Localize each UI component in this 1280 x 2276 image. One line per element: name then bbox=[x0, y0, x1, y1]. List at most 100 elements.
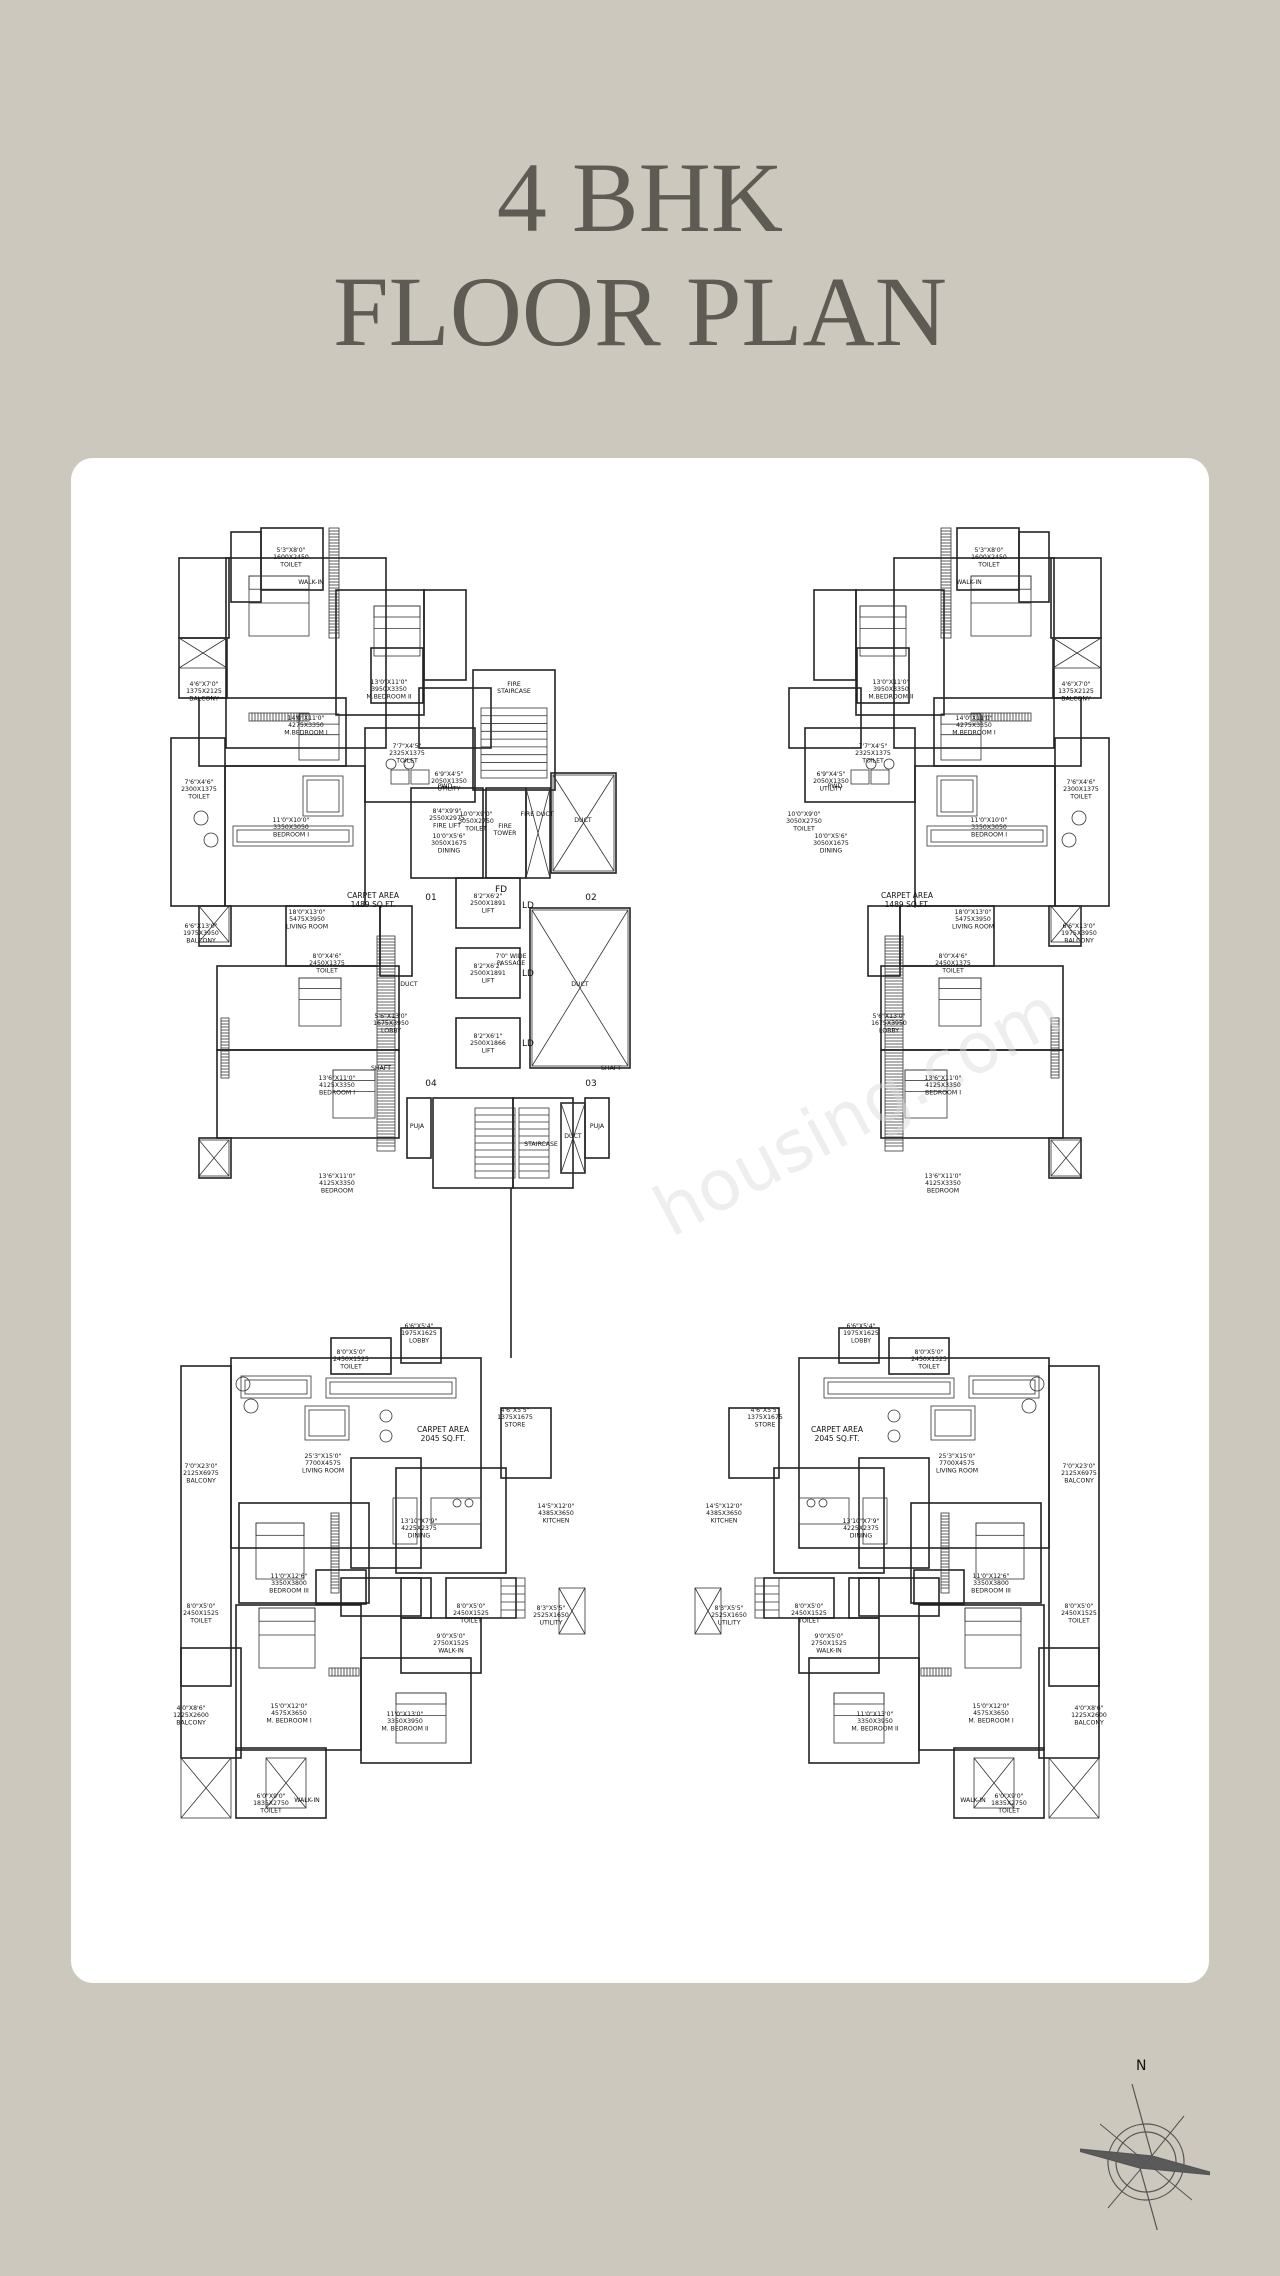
wardrobe-corridor bbox=[884, 935, 904, 1152]
room-walkin bbox=[1018, 531, 1050, 603]
dining-table bbox=[392, 1497, 418, 1545]
shaft-cross-b bbox=[1050, 905, 1082, 943]
wardrobe-bedroom-3 bbox=[330, 1512, 340, 1594]
room-label: DUCT bbox=[574, 817, 592, 824]
chair bbox=[243, 1398, 259, 1414]
sofa-living-seat bbox=[972, 1379, 1036, 1395]
shaft-cross-f bbox=[694, 1587, 722, 1635]
room-label-pwd: PWD bbox=[438, 783, 453, 790]
chair bbox=[1029, 1376, 1045, 1392]
lift-door-label: LD bbox=[522, 901, 534, 911]
bed-bedroom-i-pillow bbox=[298, 977, 342, 989]
room-dining bbox=[804, 727, 916, 803]
bed-bedroom-i-pillow bbox=[938, 977, 982, 989]
chair bbox=[235, 1376, 251, 1392]
north-label: N bbox=[1136, 2058, 1146, 2074]
room-living bbox=[230, 1357, 482, 1549]
room-balcony-a bbox=[178, 557, 230, 639]
kitchen-counter bbox=[430, 1497, 482, 1525]
flat-tag-04: 04 bbox=[425, 1079, 437, 1089]
room-balcony-a bbox=[1050, 557, 1102, 639]
fire-duct-x bbox=[525, 787, 551, 879]
dining-chair bbox=[403, 758, 415, 770]
dining-table bbox=[862, 1497, 888, 1545]
room-bedroom-i bbox=[216, 965, 400, 1051]
room-balcony bbox=[1048, 1365, 1100, 1687]
title-line-2: FLOOR PLAN bbox=[333, 256, 947, 367]
compass-ring bbox=[1107, 2123, 1185, 2201]
room-label-walkin_a: WALK-IN bbox=[298, 579, 324, 586]
room-store bbox=[728, 1407, 780, 1479]
sofa-living-3-seat bbox=[308, 1409, 346, 1437]
shaft-cross-d bbox=[265, 1757, 307, 1809]
shaft-cross-c-diag bbox=[198, 1139, 230, 1177]
bed-master-2-pillow bbox=[833, 1692, 885, 1705]
shaft-cross-f-diag bbox=[558, 1587, 586, 1635]
bed-bedroom-3-pillow bbox=[255, 1522, 305, 1536]
flat-tag-01: 01 bbox=[425, 893, 436, 903]
shaft-cross-e bbox=[180, 1757, 232, 1819]
duct-mid-x-diag bbox=[531, 909, 629, 1067]
wardrobe-master-1 bbox=[328, 527, 340, 639]
room-toilet-b bbox=[370, 647, 424, 704]
compass-star-main bbox=[1080, 2083, 1210, 2230]
room-lobby bbox=[379, 905, 413, 977]
sofa-living-3 bbox=[930, 1405, 976, 1441]
utility-rack bbox=[500, 1577, 526, 1619]
wardrobe-master-1 bbox=[940, 527, 952, 639]
duct-mid-x bbox=[531, 909, 629, 1067]
bed-bedroom-1-pillow bbox=[298, 713, 340, 725]
sofa-living-2-seat bbox=[940, 779, 974, 813]
room-walkin bbox=[230, 531, 262, 603]
room-toilet-b bbox=[856, 647, 910, 704]
bed-master-1-pillow bbox=[258, 1607, 316, 1622]
room-lobby bbox=[838, 1327, 880, 1364]
duct-low-x bbox=[560, 1102, 586, 1174]
room-label: DUCT bbox=[564, 1133, 582, 1140]
shaft-cross-c bbox=[1050, 1139, 1082, 1177]
plant bbox=[379, 1429, 393, 1443]
room-kitchen bbox=[773, 1467, 885, 1574]
duct-low-x-diag bbox=[560, 1102, 586, 1174]
room-toilet-d bbox=[953, 1747, 1045, 1819]
room-toilet-b bbox=[340, 1577, 422, 1617]
fire-stairs bbox=[480, 707, 548, 779]
shaft-cross-d-diag bbox=[265, 1757, 307, 1809]
bed-bedroom-3 bbox=[975, 1522, 1025, 1580]
plant bbox=[379, 1409, 393, 1423]
sofa-living bbox=[968, 1375, 1040, 1399]
sofa-living-2 bbox=[325, 1377, 457, 1399]
shaft-cross-a bbox=[178, 637, 228, 669]
room-master-bedroom-2 bbox=[360, 1657, 472, 1764]
flat-tag-02: 02 bbox=[585, 893, 596, 903]
wall-block bbox=[813, 589, 857, 681]
hob bbox=[464, 1498, 474, 1508]
room-dining bbox=[858, 1457, 930, 1569]
